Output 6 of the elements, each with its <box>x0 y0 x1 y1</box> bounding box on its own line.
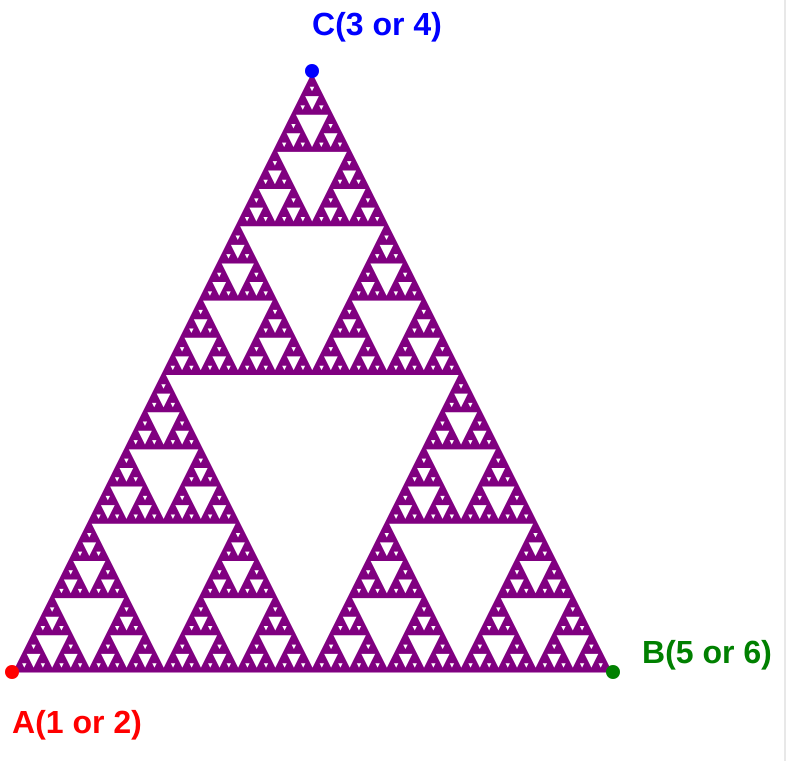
vertex-label: A(1 or 2) <box>12 706 142 738</box>
vertex-dot <box>5 665 19 679</box>
vertex-label: C(3 or 4) <box>312 8 442 40</box>
vertex-label: B(5 or 6) <box>642 636 772 668</box>
vertex-dot <box>305 64 319 78</box>
vertex-dot <box>606 665 620 679</box>
